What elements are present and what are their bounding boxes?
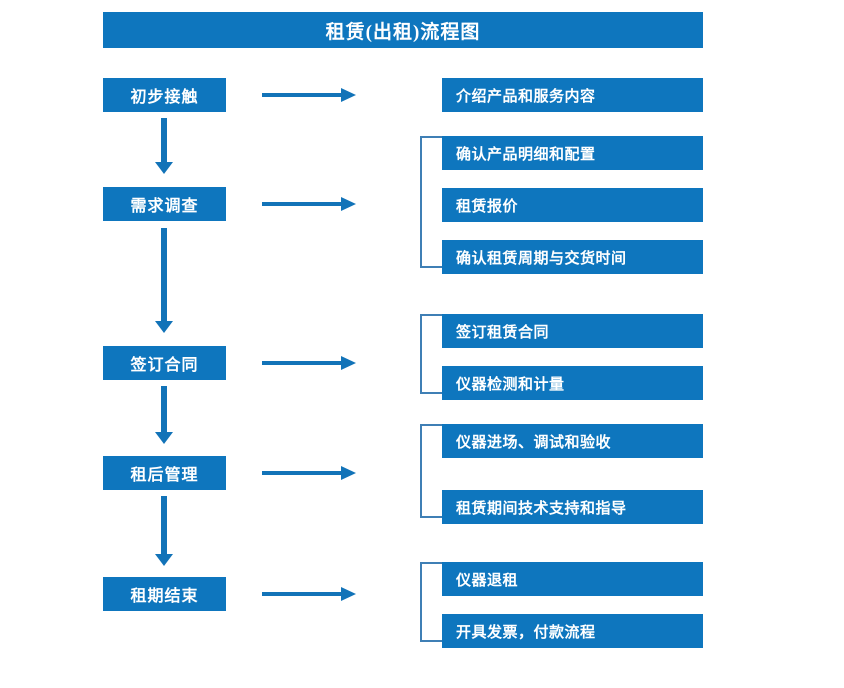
flow-arrow-right-2 <box>262 197 356 211</box>
stage-box-5[interactable]: 租期结束 <box>103 577 226 611</box>
detail-box-4[interactable]: 确认租赁周期与交货时间 <box>442 240 703 274</box>
detail-box-6[interactable]: 仪器检测和计量 <box>442 366 703 400</box>
detail-box-9[interactable]: 仪器退租 <box>442 562 703 596</box>
arrow-shaft <box>161 386 167 432</box>
arrow-head-icon <box>155 554 173 566</box>
flow-arrow-down-2 <box>155 228 173 333</box>
detail-box-7[interactable]: 仪器进场、调试和验收 <box>442 424 703 458</box>
group-bracket-3 <box>420 314 442 394</box>
arrow-head-icon <box>155 162 173 174</box>
group-bracket-2 <box>420 136 442 268</box>
flow-arrow-down-1 <box>155 118 173 174</box>
arrow-shaft <box>262 471 342 475</box>
detail-box-5[interactable]: 签订租赁合同 <box>442 314 703 348</box>
stage-box-2[interactable]: 需求调查 <box>103 187 226 221</box>
arrow-head-icon <box>341 466 356 480</box>
flow-arrow-down-3 <box>155 386 173 444</box>
arrow-shaft <box>262 361 342 365</box>
arrow-shaft <box>262 202 342 206</box>
arrow-head-icon <box>341 587 356 601</box>
flow-arrow-right-5 <box>262 587 356 601</box>
arrow-shaft <box>161 496 167 554</box>
flow-arrow-down-4 <box>155 496 173 566</box>
flowchart-title: 租赁(出租)流程图 <box>103 12 703 48</box>
arrow-shaft <box>161 118 167 162</box>
flow-arrow-right-4 <box>262 466 356 480</box>
flow-arrow-right-1 <box>262 88 356 102</box>
arrow-head-icon <box>341 356 356 370</box>
detail-box-2[interactable]: 确认产品明细和配置 <box>442 136 703 170</box>
detail-box-1[interactable]: 介绍产品和服务内容 <box>442 78 703 112</box>
detail-box-3[interactable]: 租赁报价 <box>442 188 703 222</box>
arrow-head-icon <box>341 197 356 211</box>
stage-box-4[interactable]: 租后管理 <box>103 456 226 490</box>
stage-box-3[interactable]: 签订合同 <box>103 346 226 380</box>
arrow-head-icon <box>155 321 173 333</box>
arrow-head-icon <box>341 88 356 102</box>
arrow-head-icon <box>155 432 173 444</box>
detail-box-10[interactable]: 开具发票，付款流程 <box>442 614 703 648</box>
group-bracket-5 <box>420 562 442 642</box>
detail-box-8[interactable]: 租赁期间技术支持和指导 <box>442 490 703 524</box>
arrow-shaft <box>161 228 167 321</box>
arrow-shaft <box>262 93 342 97</box>
group-bracket-4 <box>420 424 442 518</box>
arrow-shaft <box>262 592 342 596</box>
stage-box-1[interactable]: 初步接触 <box>103 78 226 112</box>
flow-arrow-right-3 <box>262 356 356 370</box>
